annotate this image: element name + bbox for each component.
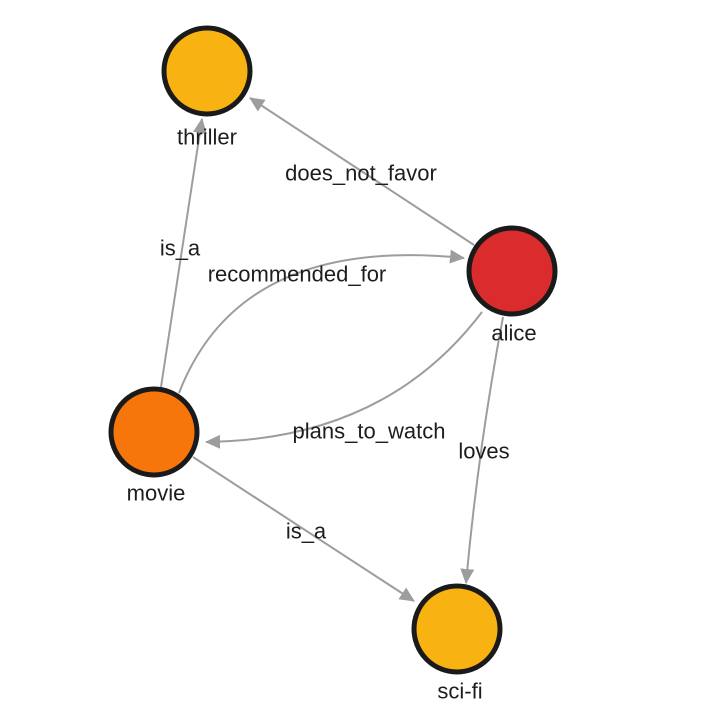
edge-label-plans_to_watch-alice-movie: plans_to_watch xyxy=(293,419,446,444)
edge-label-is_a-movie-thriller: is_a xyxy=(160,236,201,261)
edge-label-loves-alice-sci-fi: loves xyxy=(458,439,509,464)
edge-alice-sci-fi[interactable] xyxy=(460,316,504,584)
edge-label-does_not_favor-alice-thriller: does_not_favor xyxy=(285,161,437,186)
edge-alice-thriller[interactable] xyxy=(249,97,475,246)
node-movie[interactable] xyxy=(108,386,200,478)
node-sci-fi[interactable] xyxy=(411,583,503,675)
node-label-alice: alice xyxy=(491,321,536,346)
nodes-layer xyxy=(108,25,558,675)
edge-movie-sci-fi[interactable] xyxy=(192,456,415,602)
edges-layer xyxy=(160,97,504,602)
node-label-sci-fi: sci-fi xyxy=(437,679,482,704)
node-label-thriller: thriller xyxy=(177,125,237,150)
edge-movie-alice[interactable] xyxy=(178,249,465,394)
edge-alice-movie[interactable] xyxy=(205,311,483,449)
edge-label-is_a-movie-sci-fi: is_a xyxy=(286,519,327,544)
node-label-movie: movie xyxy=(127,481,186,506)
node-thriller[interactable] xyxy=(161,25,253,117)
labels-layer: is_a does_not_favor recommended_for plans_t… xyxy=(127,125,537,704)
node-alice[interactable] xyxy=(466,225,558,317)
edge-label-recommended_for-movie-alice: recommended_for xyxy=(208,262,387,287)
edge-movie-thriller[interactable] xyxy=(160,118,207,388)
